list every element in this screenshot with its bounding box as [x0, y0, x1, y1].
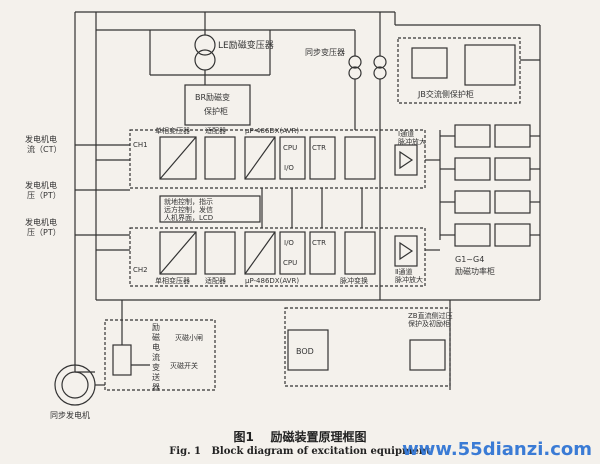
label-io-box-top: I/O: [284, 164, 294, 172]
label-de-excitation-b: 灭磁开关: [170, 361, 198, 370]
label-ctr-box-bottom: CTR: [312, 239, 326, 247]
label-io-box-bottom: I/O: [284, 239, 294, 247]
label-single-phase-top: 单相变压器: [155, 126, 190, 135]
label-channel1-2: 脉冲放大: [398, 137, 426, 146]
label-sync-transformer: 同步变压器: [305, 47, 345, 57]
label-field-5: 变: [152, 362, 160, 372]
label-gen-voltage2-1: 发电机电: [25, 217, 57, 227]
label-bod: BOD: [296, 347, 314, 356]
label-cpu-box-top: CPU: [283, 144, 297, 152]
label-field-7: 器: [152, 383, 160, 392]
label-control-3: 人机界面，LCD: [164, 213, 213, 222]
caption-cn-title: 励磁装置原理框图: [270, 430, 367, 444]
label-br-protection-2: 保护柜: [204, 106, 228, 116]
label-ch2: CH2: [133, 266, 148, 274]
label-rectifier-cabinet: 励磁功率柜: [455, 266, 495, 276]
label-cpu-top: μP-486DX(AVR): [245, 127, 299, 135]
label-channel2-1: Ⅱ通道: [395, 267, 412, 276]
label-gen-voltage-2: 压（PT）: [27, 191, 61, 200]
label-field-3: 电: [152, 342, 160, 352]
label-control-2: 远方控制，发信: [164, 205, 213, 214]
label-zb-2: 保护及初励柜: [408, 319, 450, 328]
caption-en: Fig. 1 Block diagram of excitation equip…: [0, 446, 600, 457]
label-zb-1: ZB直流侧过压: [408, 311, 453, 320]
label-channel2-2: 脉冲放大: [395, 275, 423, 284]
caption-cn-number: 图1: [233, 430, 254, 444]
label-ctr-box-top: CTR: [312, 144, 326, 152]
label-control-1: 就地控制，指示: [164, 197, 213, 206]
label-adapter-bottom: 适配器: [205, 276, 226, 285]
label-cpu-bottom: μP-486DX(AVR): [245, 277, 299, 285]
caption-en-title: Block diagram of excitation equipment: [211, 446, 431, 457]
label-field-2: 磁: [152, 332, 160, 342]
label-gen-voltage-1: 发电机电: [25, 180, 57, 190]
label-adapter-top: 适配器: [205, 126, 226, 135]
label-gen-current-1: 发电机电: [25, 134, 57, 144]
caption-cn: 图1 励磁装置原理框图: [0, 428, 600, 445]
label-single-phase-bottom: 单相变压器: [155, 276, 190, 285]
label-le-transformer: LE励磁变压器: [218, 39, 274, 51]
label-gen-current-2: 流（CT）: [27, 144, 61, 154]
label-sync-gen: 同步发电机: [50, 410, 90, 420]
watermark: www.55dianzi.com: [402, 439, 592, 460]
label-field-4: 流: [152, 352, 160, 362]
label-field-6: 送: [152, 372, 160, 382]
label-gen-voltage2-2: 压（PT）: [27, 228, 61, 237]
label-ac-overvoltage: JB交流侧保护柜: [417, 89, 474, 99]
label-g-range: G1~G4: [455, 255, 484, 264]
label-field-1: 励: [152, 323, 160, 332]
label-channel1-1: Ⅰ通道: [398, 129, 414, 138]
label-ch1: CH1: [133, 141, 148, 149]
label-br-protection-1: BR励磁变: [195, 92, 230, 102]
label-de-excitation-a: 灭磁小闸: [175, 333, 203, 342]
label-cpu-box-bottom: CPU: [283, 259, 297, 267]
label-pulse-convert: 脉冲变换: [340, 276, 368, 285]
caption-en-number: Fig. 1: [169, 446, 201, 457]
